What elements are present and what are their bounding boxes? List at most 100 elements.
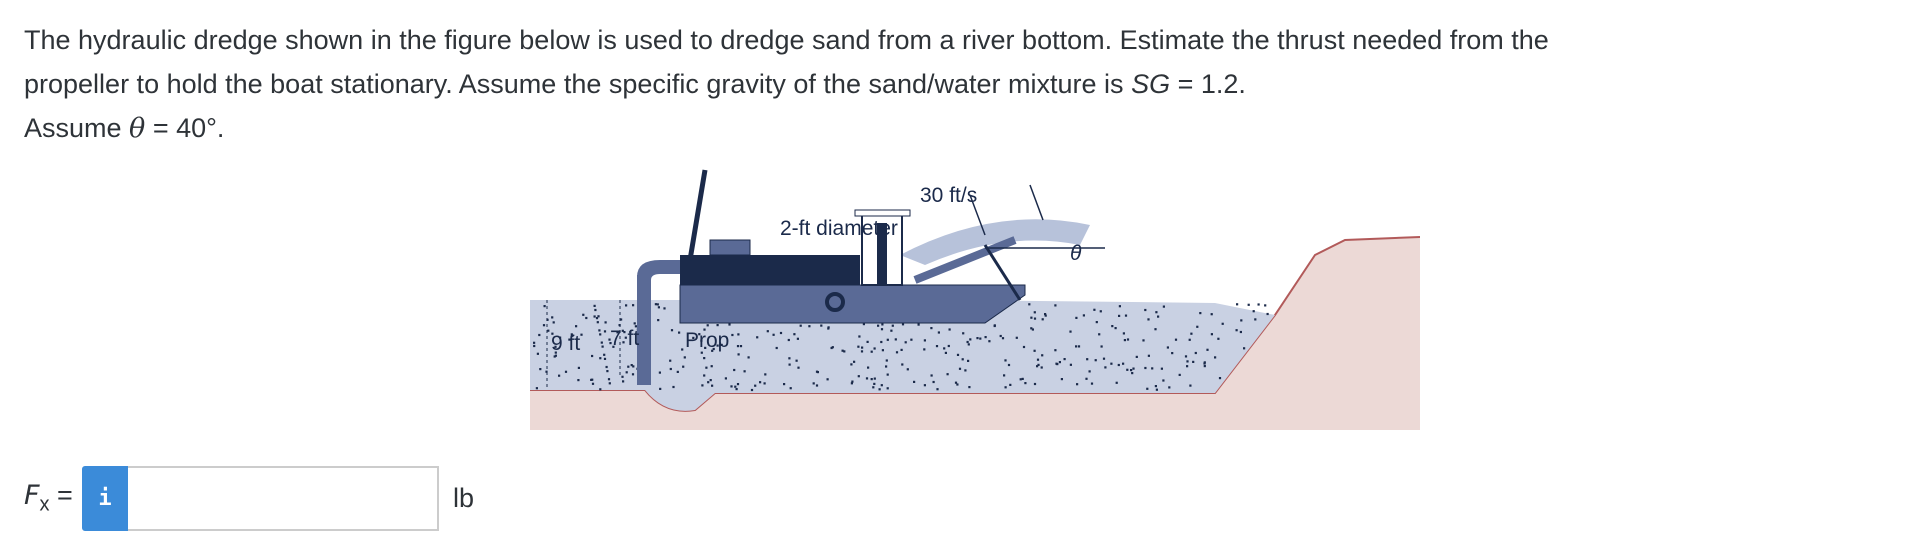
sand-dot (944, 351, 947, 354)
sand-dot (956, 353, 960, 356)
sand-dot (1114, 327, 1117, 330)
sand-dot (1210, 313, 1213, 316)
fx-sub: x (39, 493, 50, 516)
sand-dot (873, 347, 876, 350)
sand-dot (739, 345, 743, 348)
question-line-2: propeller to hold the boat stationary. A… (24, 62, 1884, 106)
sand-dot (676, 370, 679, 373)
sand-dots (533, 303, 1269, 392)
sand-dot (797, 366, 800, 369)
sand-dot (1041, 318, 1044, 321)
sand-dot (629, 331, 632, 334)
sand-dot (764, 373, 767, 376)
fx-eq: = (49, 480, 73, 511)
sand-dot (1235, 329, 1238, 332)
sand-dot (728, 323, 731, 326)
sand-dot (551, 316, 554, 319)
sand-dot (923, 348, 926, 351)
sand-dot (826, 378, 829, 381)
sand-dot (1075, 316, 1078, 319)
sand-dot (1144, 366, 1147, 370)
sand-dot (815, 370, 819, 373)
depth-7ft-label: 7 ft (610, 327, 639, 350)
sand-dot (895, 351, 899, 354)
sand-dot (669, 359, 672, 362)
sand-dot (658, 371, 661, 374)
sand-dot (1142, 339, 1145, 342)
sand-dot (533, 341, 536, 344)
question-line-3: Assume θ = 40°. (24, 106, 1884, 151)
sand-dot (634, 325, 637, 328)
pipe-vertical (637, 275, 651, 385)
sand-dot (890, 329, 893, 332)
unit-label: lb (453, 483, 475, 513)
sand-dot (542, 324, 546, 327)
sand-dot (759, 381, 762, 384)
sand-dot (967, 359, 970, 362)
sand-dot (936, 388, 939, 391)
sand-dot (599, 357, 602, 360)
sand-dot (788, 357, 791, 360)
sand-dot (958, 367, 962, 370)
sand-dot (1033, 349, 1036, 352)
sand-dot (956, 383, 959, 386)
sand-dot (894, 338, 897, 341)
sand-dot (880, 384, 883, 387)
sand-dot (669, 367, 672, 371)
sand-dot (1003, 374, 1006, 377)
sand-dot (624, 336, 627, 339)
fx-input[interactable] (128, 466, 439, 531)
sand-dot (623, 331, 626, 334)
sand-dot (604, 321, 607, 324)
sand-dot (1036, 358, 1040, 361)
sand-dot (772, 333, 775, 336)
sand-dot (775, 346, 778, 350)
sand-dot (1009, 383, 1012, 386)
sand-dot (533, 344, 536, 348)
sand-dot (867, 366, 870, 369)
sand-dot (1188, 338, 1191, 341)
sand-dot (547, 329, 550, 332)
sand-dot (633, 322, 636, 325)
sand-dot (1190, 332, 1193, 335)
sand-dot (930, 374, 933, 377)
sand-dot (1082, 314, 1085, 317)
info-icon[interactable]: i (82, 466, 128, 531)
sand-dot (621, 329, 624, 332)
sand-dot (1257, 303, 1260, 306)
sand-dot (1030, 327, 1033, 330)
sand-dot (923, 384, 926, 387)
sand-dot (605, 365, 608, 369)
discharge-jet (900, 219, 1090, 265)
theta-symbol: θ (129, 113, 146, 144)
sand-dot (906, 368, 909, 371)
sand-dot (1086, 358, 1089, 361)
sand-dot (1155, 388, 1158, 391)
sand-dot (724, 377, 727, 380)
sand-dot (571, 334, 574, 337)
sand-dot (873, 377, 876, 380)
sand-dot (737, 333, 740, 336)
sand-dot (734, 385, 737, 388)
sand-dot (1203, 362, 1206, 365)
sand-dot (1147, 354, 1150, 357)
sand-dot (657, 306, 660, 309)
question-text: The hydraulic dredge shown in the figure… (24, 18, 1884, 151)
sand-dot (625, 304, 628, 307)
sand-dot (1044, 313, 1047, 316)
sand-dot (700, 351, 703, 354)
sand-dot (1117, 363, 1120, 367)
sand-dot (812, 382, 815, 385)
sand-dot (1118, 314, 1121, 317)
sand-dot (612, 345, 615, 348)
sand-dot (1004, 386, 1007, 389)
sand-dot (954, 381, 958, 384)
sand-dot (988, 340, 991, 343)
sand-dot (979, 337, 982, 340)
sand-dot (591, 382, 595, 385)
sand-dot (808, 325, 811, 328)
sand-dot (730, 385, 733, 388)
depth-9ft-label: 9 ft (551, 332, 580, 355)
sand-dot (559, 336, 562, 339)
sand-dot (606, 370, 609, 373)
